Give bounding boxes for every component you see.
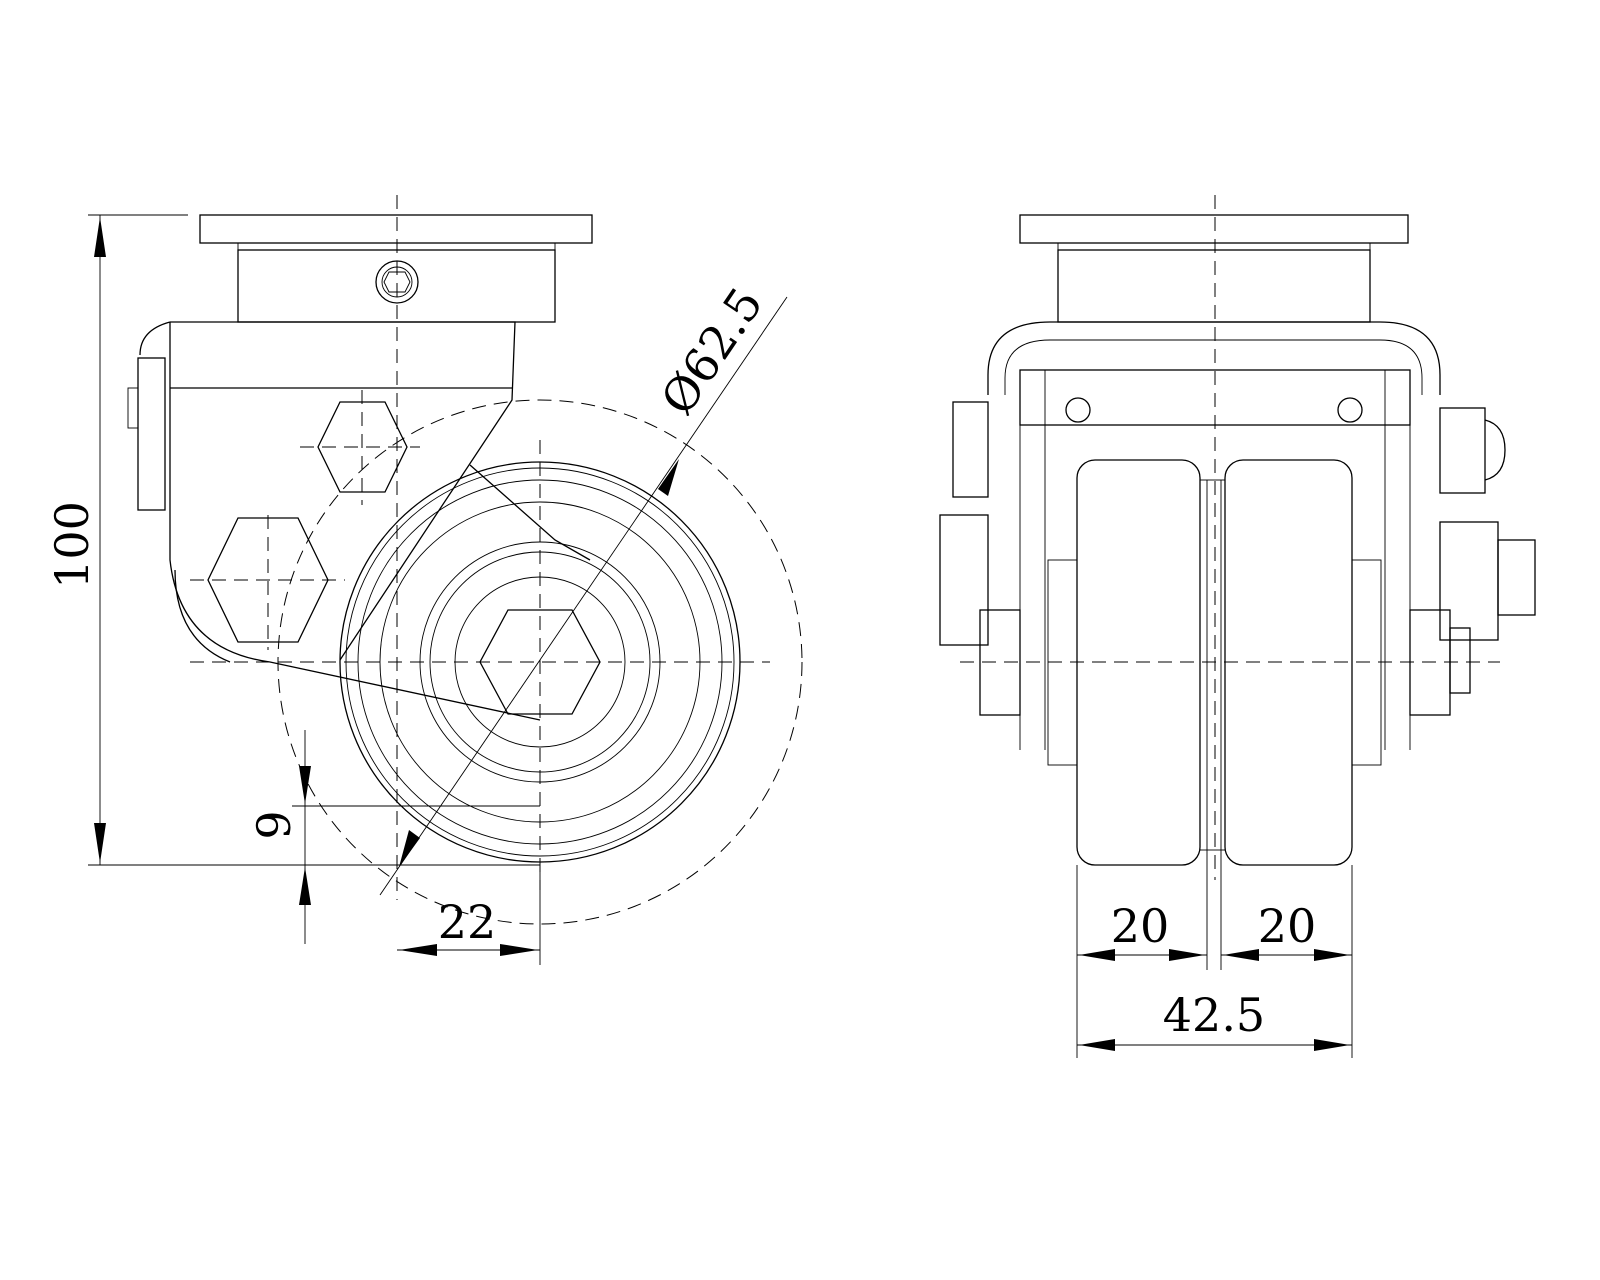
- nut-middle-left: [939, 514, 989, 646]
- dim-20-right-label: 20: [1258, 899, 1317, 953]
- nut-middle-right: [1439, 521, 1499, 641]
- side-view: [127, 195, 803, 925]
- dim-20-left-label: 20: [1111, 899, 1170, 953]
- dim-offset-height: 9: [247, 730, 540, 944]
- top-plate: [199, 214, 593, 244]
- dim-100-label: 100: [45, 501, 99, 589]
- nut-upper-left: [952, 401, 989, 498]
- dim-diameter-label: Ø62.5: [650, 278, 773, 424]
- dim-9-label: 9: [247, 810, 301, 839]
- dim-wheel-widths: 20 20: [1076, 480, 1353, 1058]
- axle-nut-left: [979, 609, 1021, 716]
- bracket-front: [987, 321, 1441, 395]
- front-view: [939, 195, 1536, 880]
- wheel-right: [1224, 459, 1353, 866]
- dim-22-label: 22: [438, 895, 497, 949]
- bracket-leg: [139, 321, 541, 721]
- top-plate-front: [1019, 214, 1409, 244]
- hex-bolt-upper: [317, 401, 408, 493]
- dim-wheel-diameter: Ø62.5: [379, 278, 788, 896]
- bracket-outline: [170, 321, 516, 661]
- nut-upper-right: [1439, 407, 1486, 494]
- hex-bolt-lower: [207, 517, 329, 643]
- dim-42-5-label: 42.5: [1163, 988, 1265, 1042]
- swivel-housing-front: [1057, 249, 1371, 323]
- dim-swivel-offset: 22: [397, 865, 541, 965]
- dim-overall-height: 100: [45, 214, 540, 866]
- brake-plate: [137, 357, 166, 511]
- dim-overall-width: 42.5: [1077, 988, 1352, 1051]
